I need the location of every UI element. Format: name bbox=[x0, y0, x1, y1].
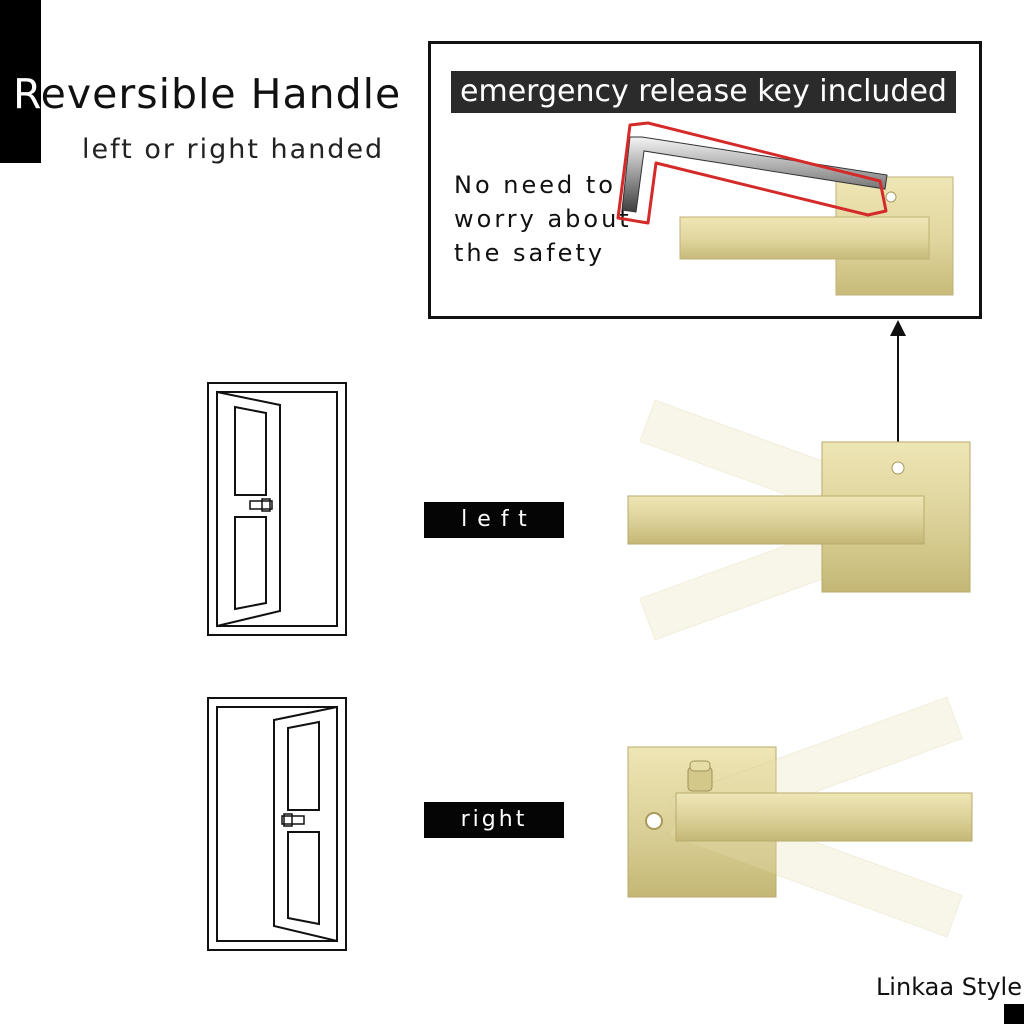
right-handle-illustration bbox=[627, 696, 973, 938]
left-lever bbox=[627, 495, 925, 545]
callout-lever bbox=[679, 216, 930, 260]
key-banner: emergency release key included bbox=[451, 71, 956, 113]
page-title: Reversible Handle bbox=[13, 66, 401, 122]
brand-name: Linkaa Style bbox=[875, 973, 1022, 1001]
safety-note-line-3: the safety bbox=[454, 239, 606, 267]
callout-release-hole bbox=[885, 191, 897, 203]
brand-corner-mark bbox=[1004, 1004, 1024, 1024]
door-right-icon bbox=[207, 697, 347, 951]
accent-bar bbox=[0, 0, 41, 163]
privacy-turn-button bbox=[687, 760, 713, 792]
label-left: left bbox=[424, 502, 564, 538]
right-lever bbox=[675, 792, 973, 842]
left-handle-illustration bbox=[627, 399, 971, 641]
left-release-hole bbox=[891, 461, 905, 475]
right-release-hole bbox=[645, 812, 663, 830]
safety-note-line-1: No need to bbox=[454, 171, 616, 199]
safety-note-line-2: worry about bbox=[454, 205, 632, 233]
callout-handle-illustration bbox=[616, 121, 954, 296]
page-subtitle: left or right handed bbox=[82, 134, 385, 165]
door-left-icon bbox=[207, 382, 347, 636]
hex-key-icon bbox=[616, 121, 888, 225]
label-right: right bbox=[424, 802, 564, 838]
